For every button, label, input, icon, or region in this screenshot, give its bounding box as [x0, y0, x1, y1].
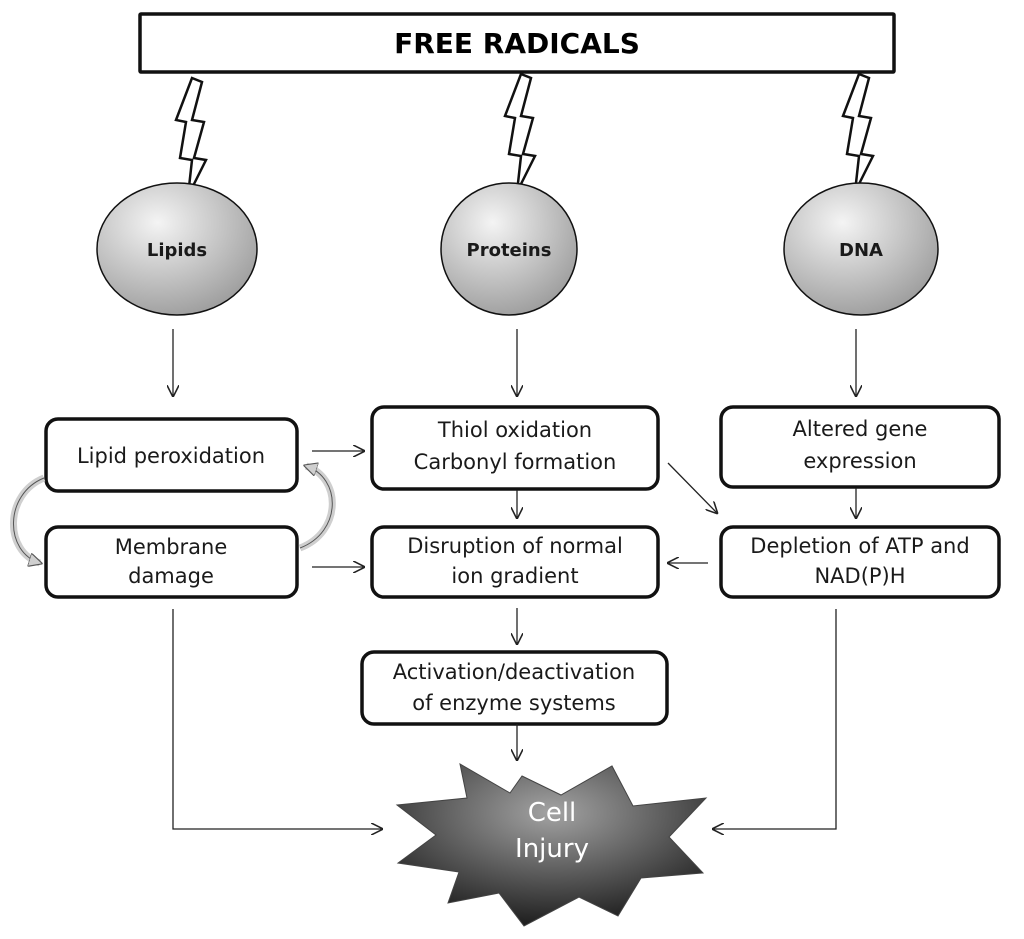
thiol-oxidation-label: Thiol oxidation [437, 418, 592, 442]
enzyme-systems-label-line2: of enzyme systems [412, 691, 616, 715]
lipid-membrane-cycle-arrows [10, 466, 336, 563]
thiol-carbonyl-box: Thiol oxidation Carbonyl formation [370, 405, 660, 491]
enzyme-systems-label-line1: Activation/deactivation [393, 660, 635, 684]
membrane-damage-label-line2: damage [128, 564, 214, 588]
dna-label: DNA [839, 240, 883, 261]
free-radicals-box: FREE RADICALS [138, 12, 896, 74]
proteins-node: Proteins [440, 182, 578, 316]
lipids-label: Lipids [147, 240, 207, 261]
carbonyl-formation-label: Carbonyl formation [414, 450, 617, 474]
dna-node: DNA [783, 182, 939, 316]
ion-gradient-label-line1: Disruption of normal [407, 534, 623, 558]
lipids-node: Lipids [96, 182, 258, 316]
ion-gradient-box: Disruption of normal ion gradient [370, 525, 660, 599]
altered-gene-expression-box: Altered gene expression [719, 405, 1001, 489]
atp-depletion-label-line2: NAD(P)H [814, 564, 905, 588]
atp-depletion-box: Depletion of ATP and NAD(P)H [719, 525, 1001, 599]
altered-gene-label-line2: expression [803, 449, 916, 473]
cell-injury-starburst: Cell Injury [395, 763, 708, 927]
lightning-bolt-icon-lipids [174, 76, 208, 197]
lightning-bolt-icon-proteins [503, 72, 537, 193]
atp-depletion-label-line1: Depletion of ATP and [750, 534, 969, 558]
proteins-label: Proteins [467, 240, 552, 261]
altered-gene-label-line1: Altered gene [793, 417, 928, 441]
cell-injury-label-line1: Cell [528, 798, 577, 828]
membrane-damage-box: Membrane damage [44, 525, 299, 599]
arrow-membrane-to-injury [172, 609, 382, 829]
ion-gradient-label-line2: ion gradient [451, 564, 578, 588]
arrow-atp-to-injury [713, 609, 837, 829]
lightning-bolt-icon-dna [841, 72, 875, 193]
membrane-damage-label-line1: Membrane [115, 535, 228, 559]
lipid-peroxidation-box: Lipid peroxidation [44, 417, 299, 493]
enzyme-systems-box: Activation/deactivation of enzyme system… [360, 650, 669, 726]
arrow-thiol-to-atp [667, 462, 717, 513]
free-radicals-label: FREE RADICALS [394, 27, 640, 60]
cell-injury-label-line2: Injury [515, 834, 589, 864]
lipid-peroxidation-label: Lipid peroxidation [77, 444, 265, 468]
